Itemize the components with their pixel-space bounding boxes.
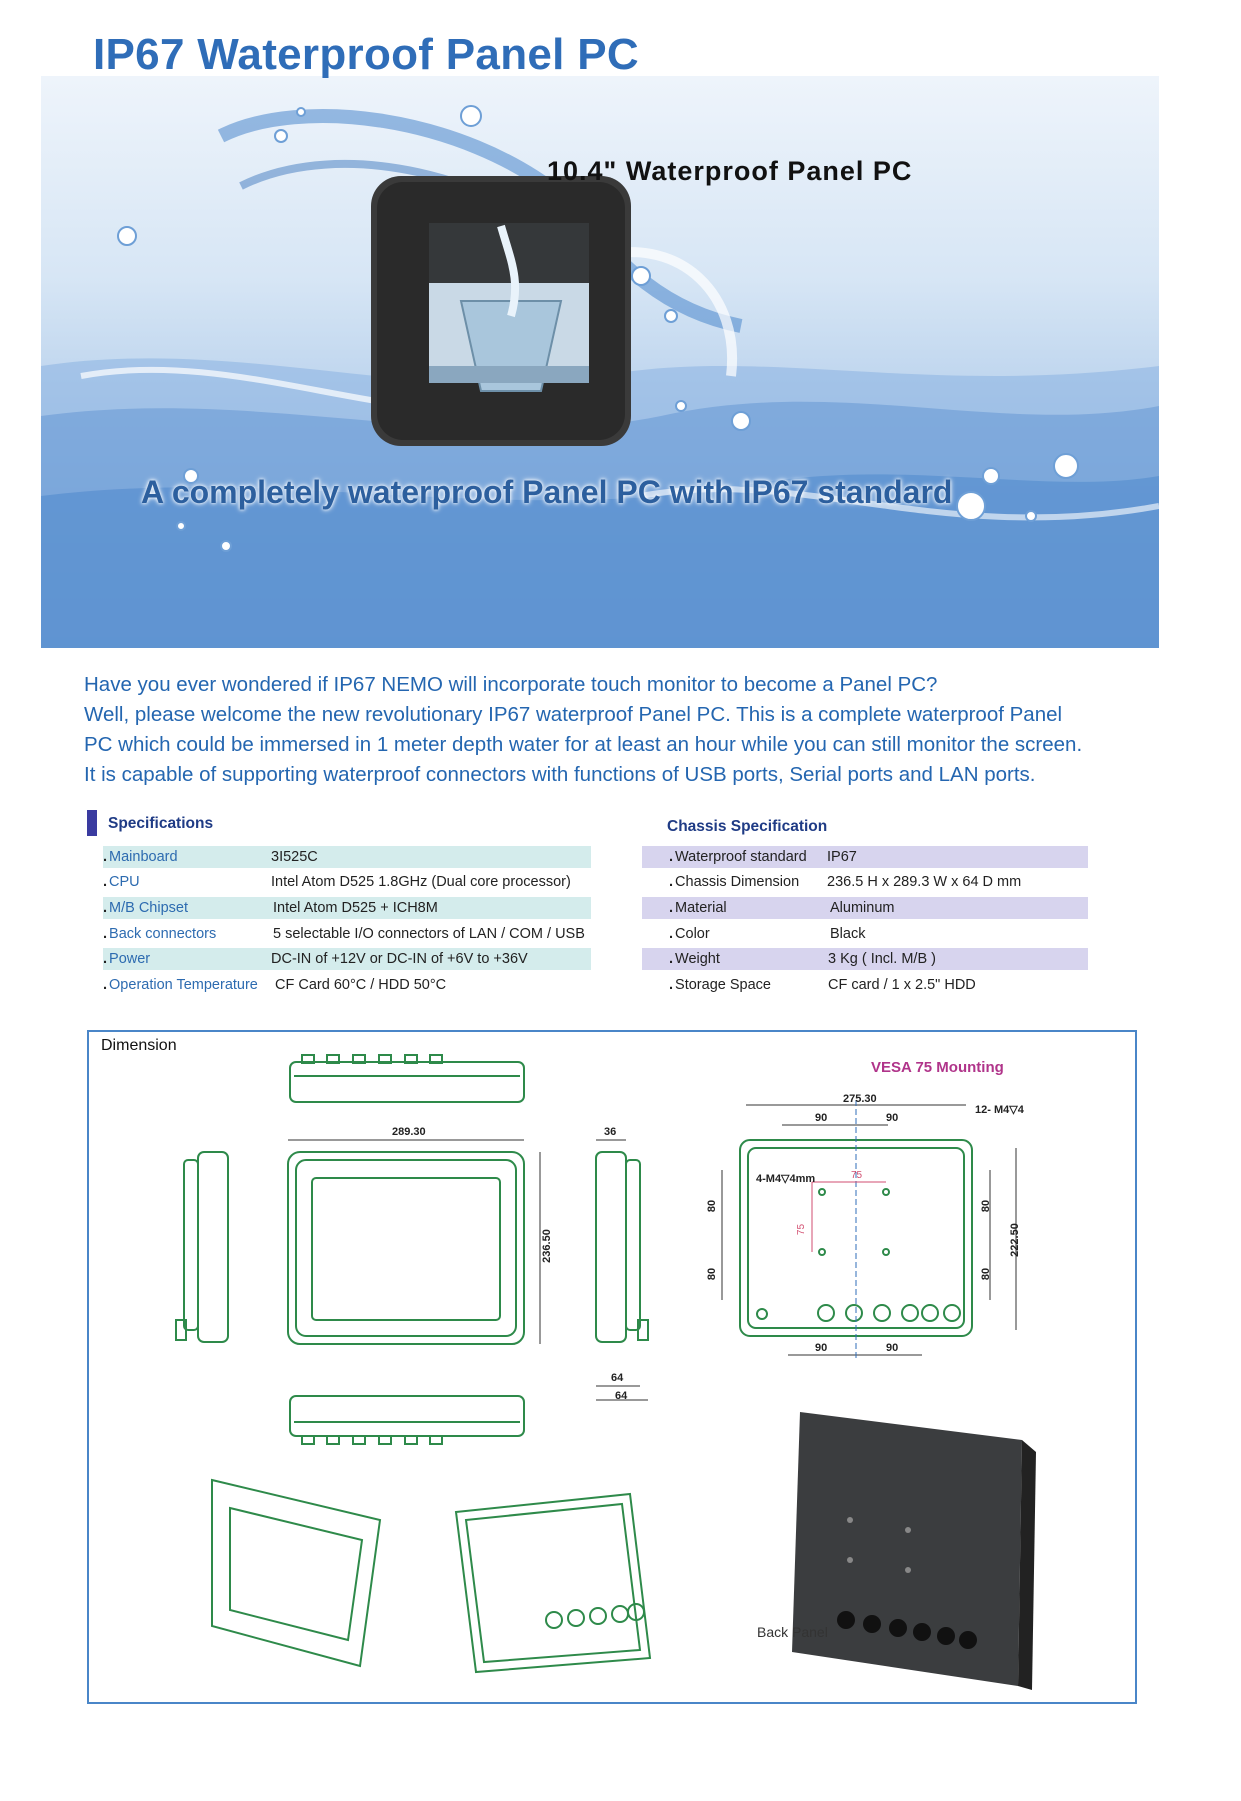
spec-row: .Operation Temperature CF Card 60°C / HD… [103,977,447,993]
chassis-label: Waterproof standard [675,849,807,865]
dim-rear-pitch-top-1: 90 [815,1112,828,1124]
spec-value: 5 selectable I/O connectors of LAN / COM… [273,926,585,942]
dim-rear-height: 222.50 [1008,1223,1021,1257]
dim-rear-pitch-bottom-1: 90 [815,1342,828,1354]
chassis-value: Black [830,926,866,942]
banner-subtitle: 10.4" Waterproof Panel PC [547,156,913,186]
hole-note-2: 4-M4▽4mm [756,1173,816,1185]
chassis-value: IP67 [827,849,857,865]
spec-label: M/B Chipset [109,900,189,916]
chassis-value: Aluminum [830,900,895,916]
right-side-drawing [595,1151,649,1343]
bottom-view-drawing [289,1395,525,1445]
spec-value: 3I525C [271,849,318,865]
chassis-value: 3 Kg ( Incl. M/B ) [828,951,936,967]
vesa-heading: VESA 75 Mounting [871,1059,1004,1076]
banner-artwork [41,105,1159,648]
dim-side-depth-bottom: 64 [611,1372,624,1384]
chassis-label: Chassis Dimension [675,874,800,890]
chassis-label: Weight [675,951,720,967]
spec-heading-bar [87,810,97,836]
iso-rear-drawing [454,1492,652,1674]
dim-rear-pitch-bottom-2: 90 [886,1342,899,1354]
dim-rear-pitch-top-2: 90 [886,1112,899,1124]
banner-tagline: A completely waterproof Panel PC with IP… [141,474,953,510]
spec-value: Intel Atom D525 1.8GHz (Dual core proces… [271,874,571,890]
panel-pc-photo [371,176,631,446]
intro-line: PC which could be immersed in 1 meter de… [84,733,1083,756]
chassis-label: Material [675,900,727,916]
chassis-label: Storage Space [675,977,771,993]
top-view-drawing [289,1054,525,1103]
intro-line: It is capable of supporting waterproof c… [84,763,1036,786]
dim-rear-width: 275.30 [843,1093,877,1105]
front-view-drawing [287,1151,525,1345]
back-panel-photo [792,1412,1036,1690]
specifications-heading: Specifications [108,815,214,832]
intro-line: Well, please welcome the new revolutiona… [84,703,1063,726]
dim-front-width: 289.30 [392,1126,426,1138]
dim-rear-side-2: 80 [706,1267,719,1281]
iso-front-drawing [211,1478,382,1668]
chassis-heading: Chassis Specification [667,818,828,835]
dim-side-depth: 36 [604,1126,617,1138]
spec-value: Intel Atom D525 + ICH8M [273,900,438,916]
chassis-value: CF card / 1 x 2.5" HDD [828,977,976,993]
dimension-heading: Dimension [101,1037,177,1054]
back-panel-caption: Back Panel [757,1624,828,1640]
chassis-label: Color [675,926,710,942]
spec-row: .Mainboard 3I525C [103,846,591,868]
intro-line: Have you ever wondered if IP67 NEMO will… [84,673,938,696]
dim-side-depth-bottom-2: 64 [615,1390,628,1402]
dim-front-height: 236.50 [540,1229,553,1263]
spec-label: CPU [109,874,140,890]
vesa-dim-y: 75 [796,1223,808,1236]
spec-value: CF Card 60°C / HDD 50°C [275,977,447,993]
spec-label: Operation Temperature [109,977,258,993]
spec-label: Mainboard [109,849,178,865]
dimension-panel [87,1030,1137,1704]
left-side-drawing [175,1151,229,1343]
dim-rear-side-1: 80 [706,1199,719,1213]
spec-value: DC-IN of +12V or DC-IN of +6V to +36V [271,951,528,967]
spec-row: .M/B Chipset Intel Atom D525 + ICH8M [103,897,591,919]
chassis-value: 236.5 H x 289.3 W x 64 D mm [827,874,1022,890]
spec-label: Power [109,951,151,967]
spec-row: .Power DC-IN of +12V or DC-IN of +6V to … [103,948,591,970]
vesa-dim-x: 75 [851,1170,863,1181]
dim-rear-side-4: 80 [980,1267,993,1281]
spec-label: Back connectors [109,926,217,942]
chassis-row: .Waterproof standard IP67 [642,846,1088,868]
intro-paragraph: Have you ever wondered if IP67 NEMO will… [84,670,1164,790]
spec-row: .CPU Intel Atom D525 1.8GHz (Dual core p… [103,874,571,890]
hole-note-1: 12- M4▽4 [975,1104,1024,1116]
spec-row: .Back connectors 5 selectable I/O connec… [103,926,585,942]
chassis-row: .Material Aluminum [642,897,1088,919]
chassis-row: .Color Black [669,926,866,942]
chassis-row: .Weight 3 Kg ( Incl. M/B ) [642,948,1088,970]
dim-rear-side-3: 80 [980,1199,993,1213]
chassis-row: .Chassis Dimension 236.5 H x 289.3 W x 6… [669,874,1022,890]
chassis-row: .Storage Space CF card / 1 x 2.5" HDD [669,977,976,993]
hero-banner: 10.4" Waterproof Panel PC A completely w… [41,76,1159,648]
page-title: IP67 Waterproof Panel PC [93,30,639,79]
